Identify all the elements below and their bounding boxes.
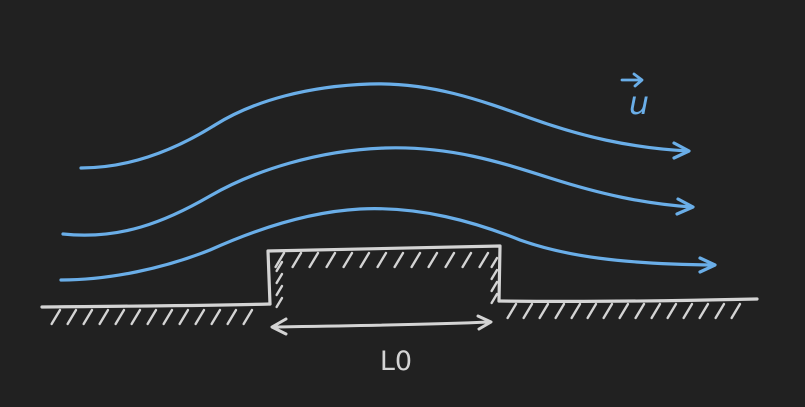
hatch-mark bbox=[275, 284, 284, 297]
hatch-mark bbox=[210, 308, 222, 326]
streamline-middle-curve bbox=[61, 146, 694, 237]
hatch-mark bbox=[570, 302, 582, 320]
hatch-mark bbox=[342, 251, 354, 269]
streamline-bottom-arrowhead-icon bbox=[698, 256, 717, 274]
velocity-label: u bbox=[620, 72, 649, 122]
hatch-mark bbox=[586, 302, 598, 320]
hatch-mark bbox=[554, 302, 566, 320]
hatch-mark bbox=[194, 308, 206, 326]
hatch-mark bbox=[66, 308, 78, 326]
hatch-mark bbox=[427, 251, 439, 269]
hatch-mark bbox=[291, 251, 303, 269]
streamline-top-arrowhead-icon bbox=[672, 141, 691, 160]
hatch-mark bbox=[490, 292, 499, 305]
hatch-mark bbox=[50, 308, 62, 326]
dimension-arrowhead-left-icon bbox=[270, 317, 288, 336]
streamline-top-curve bbox=[79, 82, 690, 170]
hatch-mark bbox=[522, 302, 534, 320]
velocity-label-text: u bbox=[629, 84, 649, 122]
hatch-mark bbox=[393, 251, 405, 269]
hatch-mark bbox=[242, 308, 254, 326]
hatch-mark bbox=[410, 251, 422, 269]
hatch-mark bbox=[490, 256, 499, 269]
length-label-text: L0 bbox=[380, 346, 412, 377]
wall-hatching bbox=[50, 251, 742, 326]
streamline-middle-arrowhead-icon bbox=[675, 197, 695, 216]
hatch-mark bbox=[538, 302, 550, 320]
hatch-mark bbox=[666, 302, 678, 320]
hatch-mark bbox=[618, 302, 630, 320]
hatch-mark bbox=[650, 302, 662, 320]
streamline-bottom-curve bbox=[59, 207, 716, 282]
hatch-mark bbox=[714, 302, 726, 320]
hatch-mark bbox=[146, 308, 158, 326]
streamline-top bbox=[79, 82, 691, 170]
hatch-mark bbox=[634, 302, 646, 320]
hatch-mark bbox=[698, 302, 710, 320]
hatch-mark bbox=[275, 296, 284, 309]
hatch-mark bbox=[274, 251, 286, 269]
length-dimension: L0 bbox=[270, 314, 493, 377]
streamline-bottom bbox=[59, 207, 717, 282]
hatch-mark bbox=[162, 308, 174, 326]
hatch-mark bbox=[478, 251, 490, 269]
hatch-mark bbox=[682, 302, 694, 320]
hatch-mark bbox=[359, 251, 371, 269]
hatch-mark bbox=[490, 268, 499, 281]
hatch-mark bbox=[506, 302, 518, 320]
streamlines bbox=[59, 82, 717, 282]
hatch-mark bbox=[308, 251, 320, 269]
bump-outline bbox=[266, 244, 502, 306]
hatch-mark bbox=[376, 251, 388, 269]
wall-surface bbox=[40, 244, 759, 326]
ground-left bbox=[40, 302, 272, 309]
hatch-mark bbox=[226, 308, 238, 326]
vector-arrow-icon bbox=[620, 72, 644, 88]
hatch-mark bbox=[275, 260, 284, 273]
hatch-mark bbox=[444, 251, 456, 269]
hatch-mark bbox=[325, 251, 337, 269]
hatch-mark bbox=[178, 308, 190, 326]
dimension-arrowhead-right-icon bbox=[476, 314, 493, 331]
hatch-mark bbox=[130, 308, 142, 326]
hatch-mark bbox=[730, 302, 742, 320]
hatch-mark bbox=[98, 308, 110, 326]
hatch-mark bbox=[490, 280, 499, 293]
ground-right bbox=[497, 297, 759, 303]
hatch-mark bbox=[461, 251, 473, 269]
hatch-mark bbox=[275, 272, 284, 285]
hatch-mark bbox=[82, 308, 94, 326]
hatch-mark bbox=[602, 302, 614, 320]
hatch-mark bbox=[114, 308, 126, 326]
streamline-middle bbox=[61, 146, 695, 237]
dimension-line bbox=[271, 320, 492, 329]
